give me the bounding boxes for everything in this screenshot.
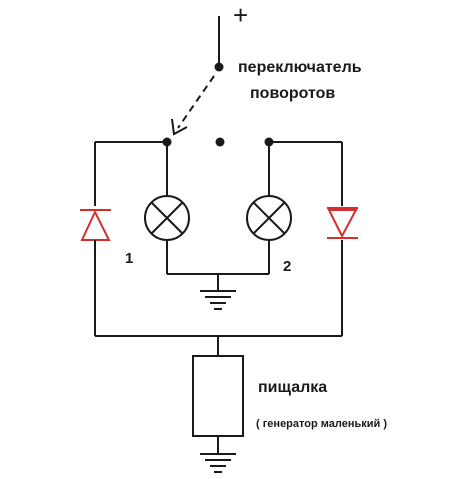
buzzer-box bbox=[192, 355, 244, 437]
lamp2-number: 2 bbox=[283, 258, 291, 275]
ground-symbol-lower bbox=[200, 453, 236, 473]
ground-symbol-upper bbox=[200, 290, 236, 310]
buzzer-title: пищалка bbox=[258, 379, 327, 396]
diode-right bbox=[327, 207, 358, 239]
lamp-1 bbox=[144, 195, 190, 241]
switch-arrowhead bbox=[171, 118, 188, 136]
lamp1-number: 1 bbox=[125, 250, 133, 267]
switch-pivot bbox=[214, 62, 224, 72]
switch-contact-center bbox=[215, 137, 225, 147]
switch-label-line1: переключатель bbox=[238, 59, 362, 76]
lamp-2 bbox=[246, 195, 292, 241]
switch-lever bbox=[177, 75, 215, 129]
plus-label: + bbox=[233, 0, 248, 30]
switch-label-line2: поворотов bbox=[250, 85, 335, 102]
diode-left bbox=[80, 209, 111, 241]
buzzer-note: ( генератор маленький ) bbox=[256, 418, 387, 430]
